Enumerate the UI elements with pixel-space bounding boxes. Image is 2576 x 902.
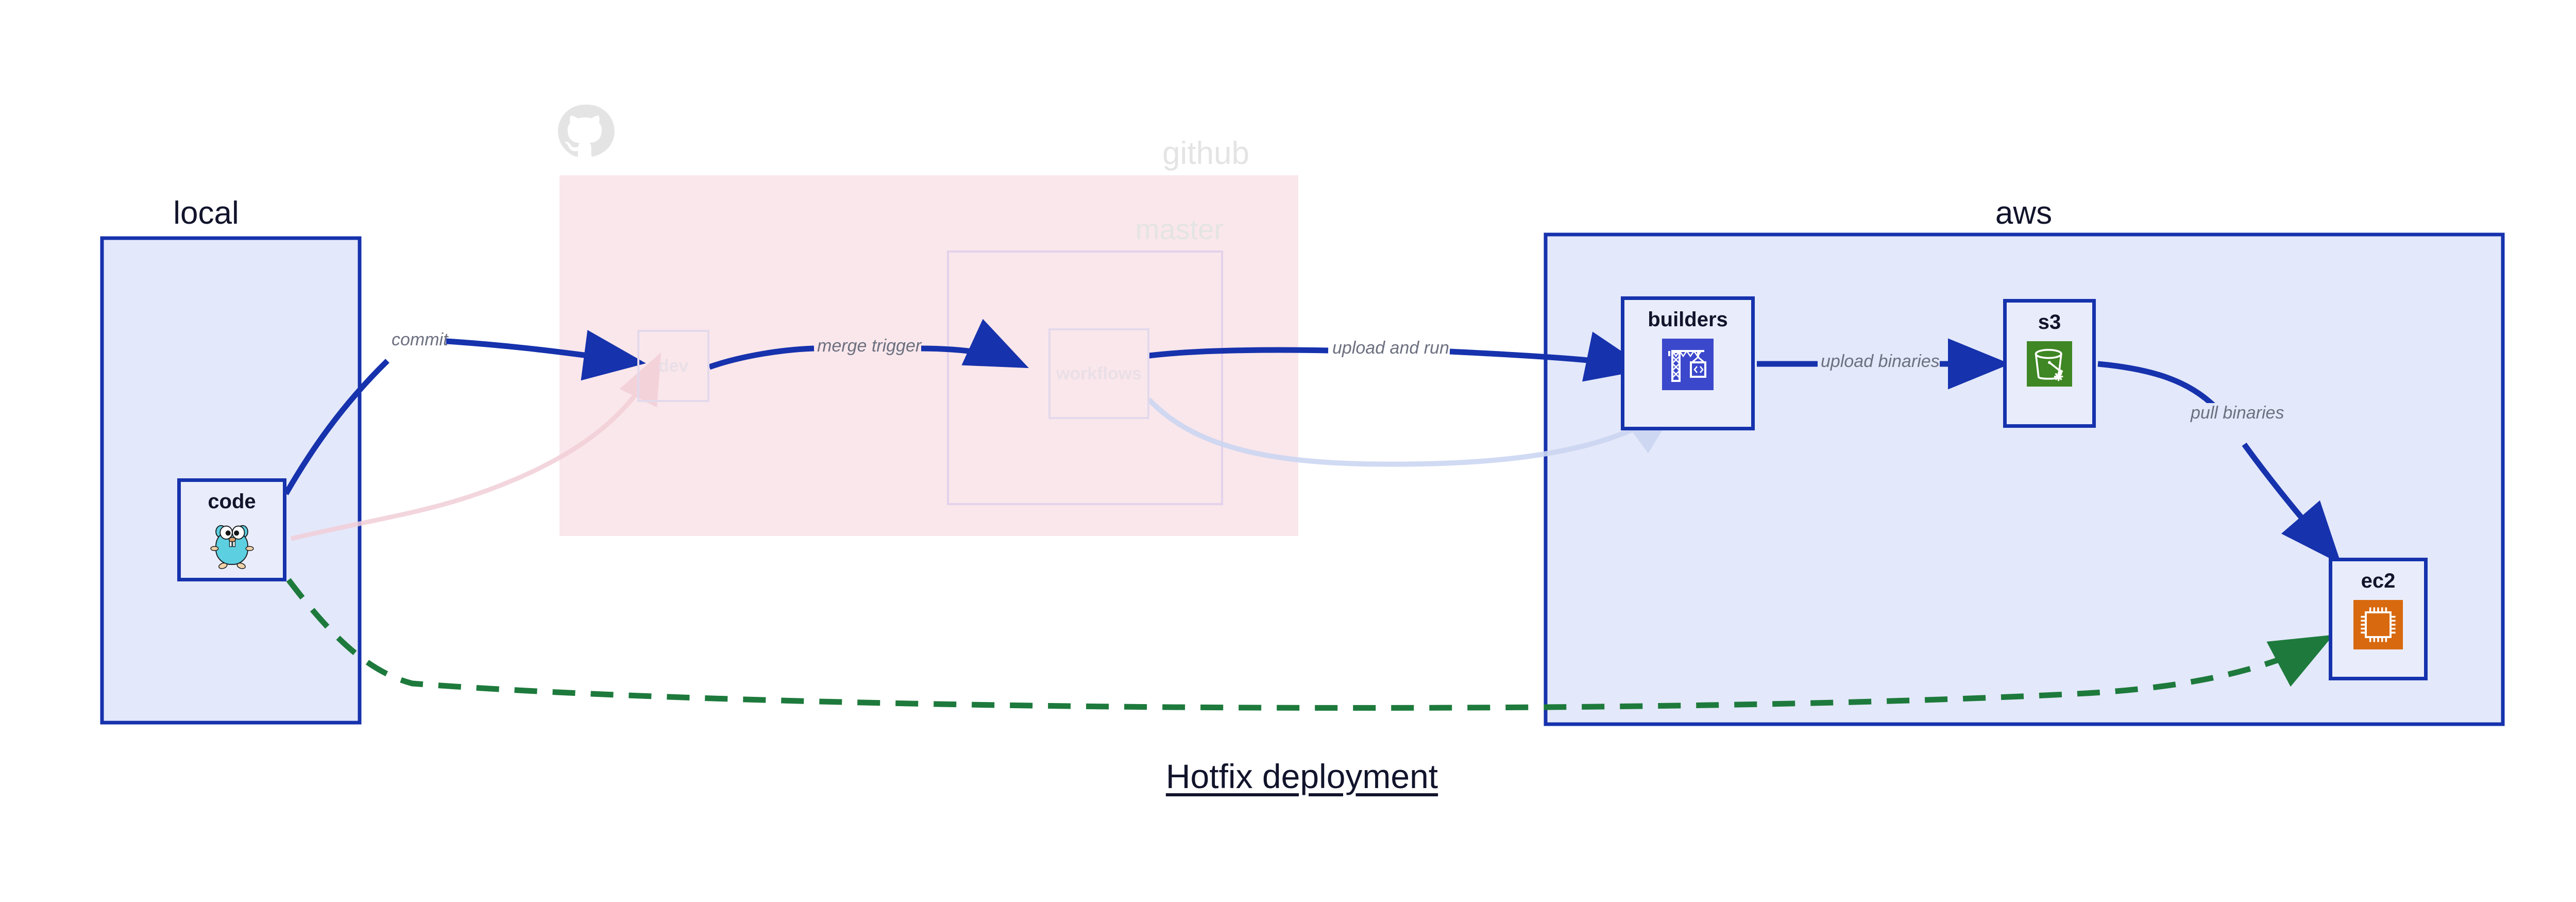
group-label-aws: aws [1995, 195, 2053, 231]
node-dev[interactable]: dev [637, 330, 709, 402]
node-builders[interactable]: builders [1621, 296, 1755, 430]
node-workflows-label: workflows [1056, 363, 1142, 383]
group-label-github: github [1162, 136, 1249, 171]
edge-dev-to-workflows-right [918, 319, 1029, 369]
edge-ghost-workflows-to-builders [1147, 397, 1681, 467]
aws-ec2-chip-icon [2353, 600, 2403, 649]
node-ec2-label: ec2 [2361, 570, 2396, 592]
edge-dashed-code-to-ec2 [286, 578, 2334, 711]
edge-s3-to-ec2-upper [2097, 361, 2217, 409]
node-code[interactable]: code [177, 478, 286, 581]
aws-codebuild-crane-icon [1662, 339, 1714, 390]
group-label-master: master [1135, 213, 1224, 245]
edge-commit-tail [446, 330, 646, 381]
group-label-local: local [173, 195, 239, 231]
node-s3[interactable]: s3 [2003, 299, 2096, 428]
group-master-box [947, 250, 1223, 505]
node-dev-label: dev [658, 356, 689, 376]
aws-s3-bucket-icon [2027, 341, 2072, 387]
edge-label-merge-trigger: merge trigger [817, 336, 922, 356]
edge-ghost-code-to-dev [290, 352, 662, 541]
node-s3-label: s3 [2038, 311, 2061, 333]
node-code-label: code [208, 490, 256, 513]
edge-workflows-to-builders-left [1148, 347, 1329, 359]
edge-label-commit: commit [392, 330, 448, 349]
node-workflows[interactable]: workflows [1048, 328, 1149, 419]
edge-s3-to-ec2-lower [2242, 442, 2342, 564]
node-builders-label: builders [1648, 308, 1728, 331]
node-ec2[interactable]: ec2 [2329, 558, 2428, 680]
edge-code-to-dev [283, 359, 389, 495]
go-gopher-icon [210, 525, 254, 569]
edge-label-upload-and-run: upload and run [1332, 338, 1449, 358]
github-octocat-icon [558, 105, 615, 157]
edge-label-pull-binaries: pull binaries [2191, 403, 2284, 423]
edge-label-upload-binaries: upload binaries [1821, 352, 1940, 372]
page-title: Hotfix deployment [1165, 757, 1438, 795]
edge-dev-to-workflows-left [708, 345, 815, 370]
